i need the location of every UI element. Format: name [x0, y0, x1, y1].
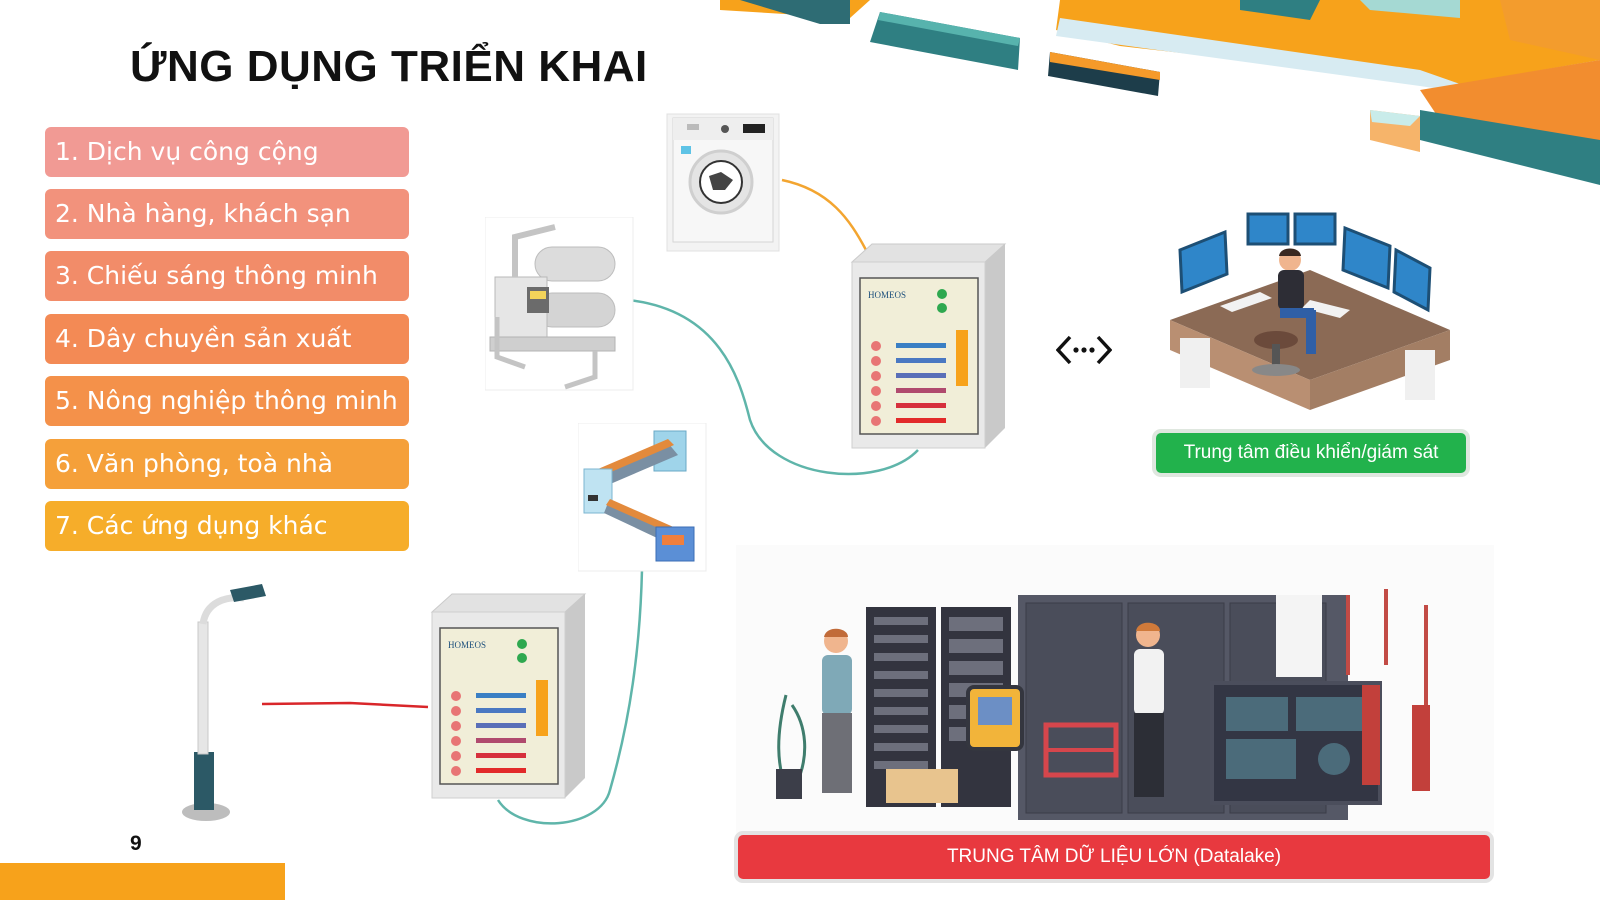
homeos-logo-text: HOMEOS [448, 640, 486, 650]
street-lamp-icon [182, 584, 266, 821]
control-center-illustration [1170, 212, 1450, 410]
application-item-7[interactable]: 7. Các ứng dụng khác [45, 501, 409, 551]
bidirectional-arrow-icon [1056, 335, 1112, 365]
conveyor-line-icon [578, 423, 707, 572]
application-item-1[interactable]: 1. Dịch vụ công cộng [45, 127, 409, 177]
application-item-5[interactable]: 5. Nông nghiệp thông minh [45, 376, 409, 426]
application-item-3[interactable]: 3. Chiếu sáng thông minh [45, 251, 409, 301]
industrial-boiler-icon [485, 217, 634, 391]
slide-title: ỨNG DỤNG TRIỂN KHAI [130, 42, 648, 91]
datalake-illustration [736, 545, 1494, 833]
datalake-label: TRUNG TÂM DỮ LIỆU LỚN (Datalake) [738, 835, 1490, 879]
control-center-label: Trung tâm điều khiển/giám sát [1156, 433, 1466, 473]
application-item-2[interactable]: 2. Nhà hàng, khách sạn [45, 189, 409, 239]
page-number: 9 [130, 832, 142, 855]
homeos-controller-main: HOMEOS [850, 243, 1007, 449]
homeos-logo-text: HOMEOS [868, 290, 906, 300]
footer-accent-bar [0, 863, 285, 900]
application-item-6[interactable]: 6. Văn phòng, toà nhà [45, 439, 409, 489]
washing-machine-icon [666, 113, 780, 252]
decorative-shapes [720, 0, 1600, 185]
homeos-controller-secondary: HOMEOS [430, 593, 587, 799]
application-item-4[interactable]: 4. Dây chuyền sản xuất [45, 314, 409, 364]
